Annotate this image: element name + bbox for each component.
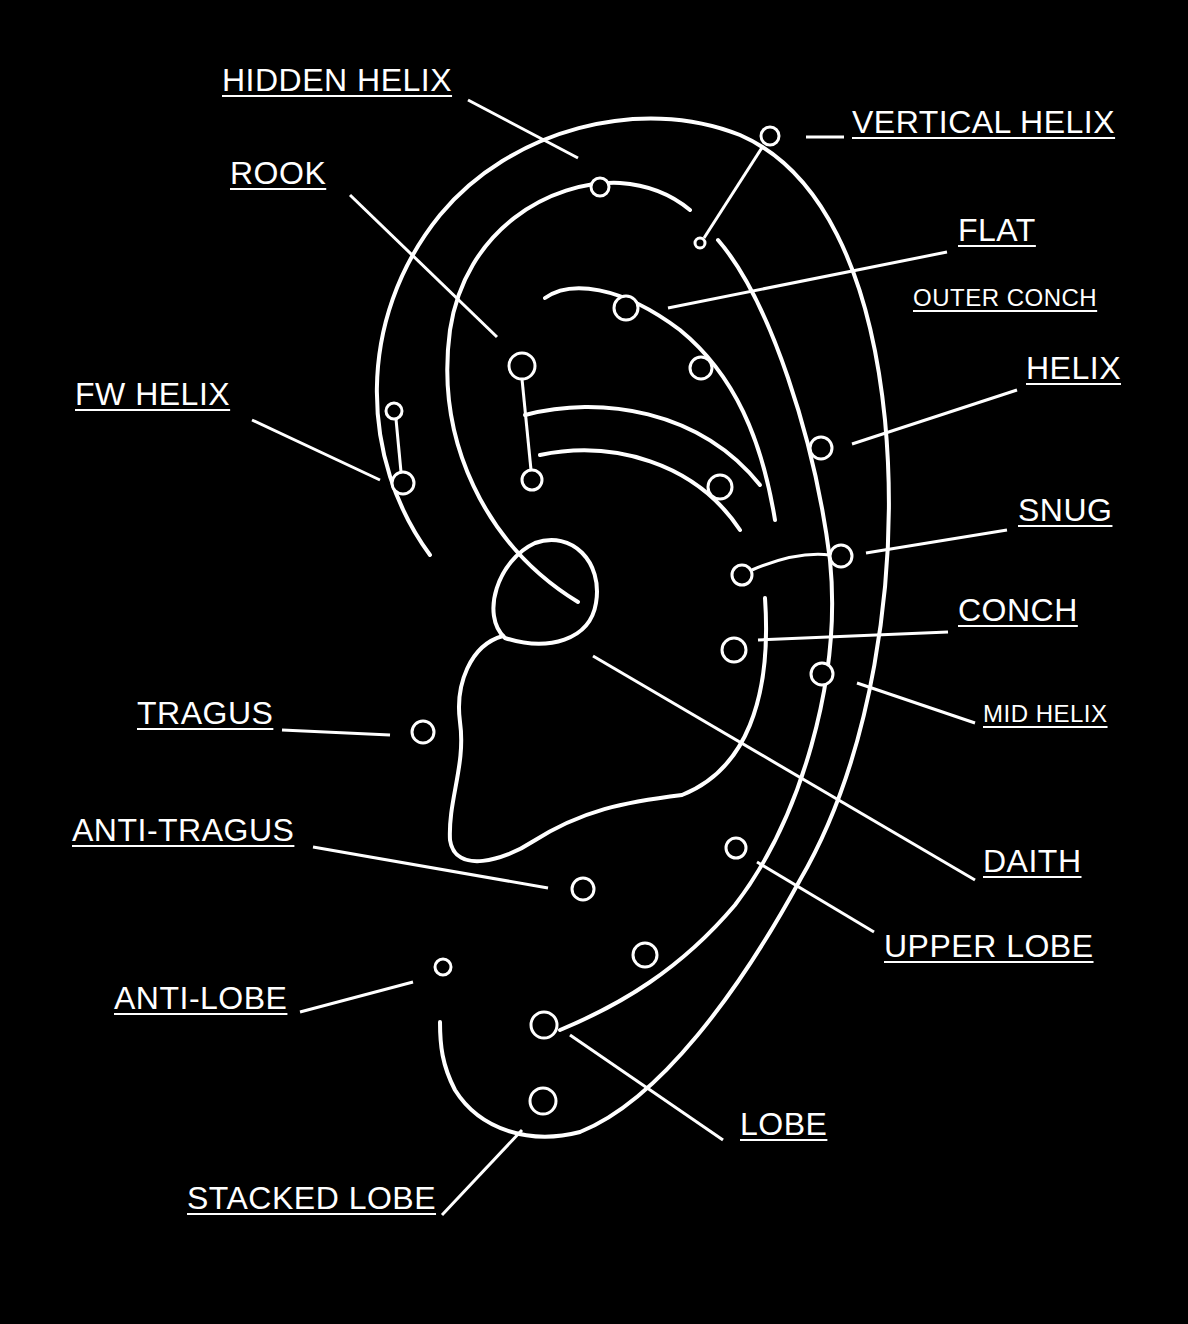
- piercing-dot: [761, 127, 779, 145]
- piercing-dot: [522, 470, 542, 490]
- leader-line: [866, 530, 1007, 553]
- part-label: LOBE: [740, 1106, 827, 1143]
- piercing-dot: [435, 959, 451, 975]
- leader-line: [282, 730, 390, 735]
- leader-lines: [252, 100, 1017, 1215]
- leader-line: [806, 136, 844, 139]
- piercing-dot: [509, 353, 535, 379]
- piercing-dot: [531, 1012, 557, 1038]
- piercing-dot: [810, 437, 832, 459]
- leader-line: [593, 656, 975, 880]
- piercing-dot: [690, 357, 712, 379]
- leader-line: [570, 1035, 723, 1140]
- outer-helix: [377, 118, 889, 1136]
- piercing-dot: [392, 472, 414, 494]
- leader-line: [442, 1130, 522, 1215]
- antihelix: [545, 288, 775, 520]
- leader-line: [350, 195, 497, 337]
- antihelix-crus-lower: [540, 451, 740, 530]
- inner-helix-side: [560, 240, 832, 1030]
- leader-line: [758, 632, 948, 640]
- part-label: DAITH: [983, 843, 1082, 880]
- piercing-dots: [386, 127, 852, 1114]
- leader-line: [313, 847, 548, 888]
- leader-line: [852, 390, 1017, 444]
- part-label: FW HELIX: [75, 376, 230, 413]
- part-label: ROOK: [230, 155, 326, 192]
- piercing-dot: [811, 663, 833, 685]
- barbell-bar: [752, 554, 830, 570]
- piercing-dot: [695, 238, 705, 248]
- piercing-dot: [708, 475, 732, 499]
- leader-line: [757, 862, 874, 932]
- piercing-dot: [386, 403, 402, 419]
- part-label: ANTI-TRAGUS: [72, 812, 294, 849]
- part-label: TRAGUS: [137, 695, 273, 732]
- barbell-bar: [396, 419, 401, 472]
- part-label: CONCH: [958, 592, 1078, 629]
- leader-line: [668, 252, 947, 308]
- barbell-bar: [704, 146, 763, 238]
- piercing-dot: [726, 838, 746, 858]
- part-label: HIDDEN HELIX: [222, 62, 452, 99]
- leader-line: [252, 420, 380, 480]
- leader-line: [857, 683, 975, 723]
- part-label: VERTICAL HELIX: [852, 104, 1115, 141]
- piercing-dot: [614, 296, 638, 320]
- crus-knob: [493, 540, 597, 644]
- piercing-dot: [591, 178, 609, 196]
- part-label: UPPER LOBE: [884, 928, 1094, 965]
- part-label: SNUG: [1018, 492, 1112, 529]
- part-label: STACKED LOBE: [187, 1180, 436, 1217]
- part-label: OUTER CONCH: [913, 284, 1097, 312]
- ear-outline: [377, 118, 889, 1136]
- part-label: HELIX: [1026, 350, 1121, 387]
- piercing-dot: [722, 638, 746, 662]
- piercing-dot: [633, 943, 657, 967]
- leader-line: [468, 100, 578, 158]
- piercing-dot: [732, 565, 752, 585]
- part-label: MID HELIX: [983, 700, 1108, 728]
- piercing-dot: [572, 878, 594, 900]
- piercing-dot: [530, 1088, 556, 1114]
- part-label: ANTI-LOBE: [114, 980, 287, 1017]
- piercing-dot: [830, 545, 852, 567]
- part-label: FLAT: [958, 212, 1036, 249]
- barbell-bar: [522, 379, 531, 470]
- piercing-dot: [412, 721, 434, 743]
- inner-helix-top: [447, 183, 690, 602]
- leader-line: [300, 982, 413, 1012]
- antihelix-crus-upper: [525, 407, 760, 485]
